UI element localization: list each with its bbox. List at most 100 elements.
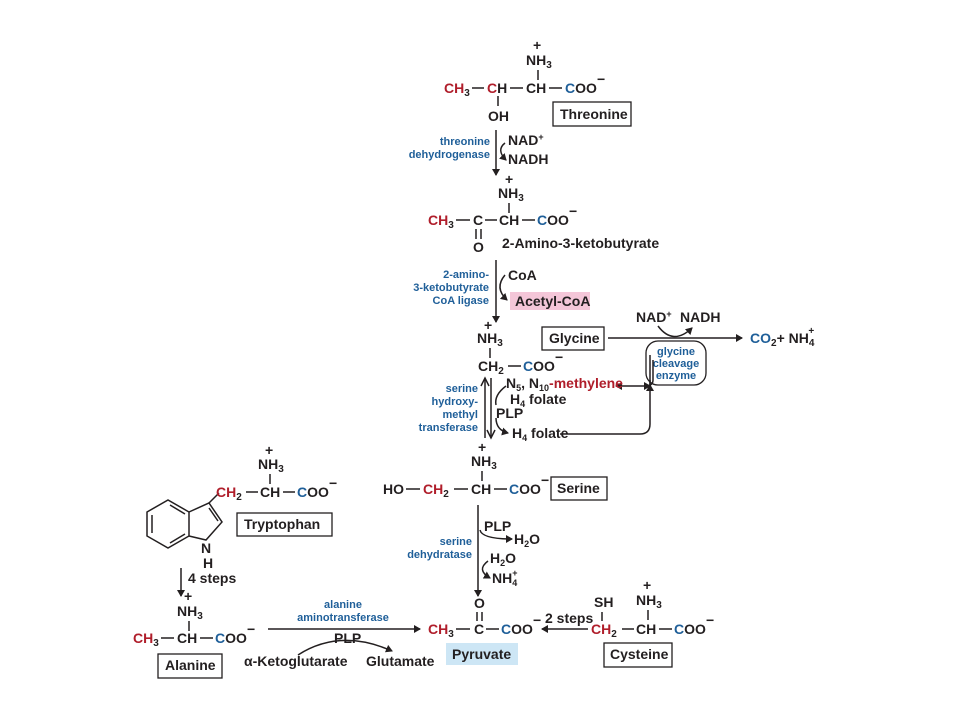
acetyl-coa-highlight [510, 292, 590, 310]
enzyme-label: 2-amino- [443, 269, 489, 281]
charge-minus: − [533, 612, 541, 628]
serine-structure: + NH3 HO CH2 CH COO − Serine [383, 439, 608, 501]
cofactor-arrow [498, 142, 507, 161]
enzyme-label: hydroxy- [432, 396, 479, 408]
cysteine-structure: SH + NH3 CH2 CH COO − Cysteine 2 steps [541, 577, 714, 668]
compound-name-tryptophan: Tryptophan [244, 516, 320, 532]
arrow-head [480, 376, 490, 387]
aromatic-bond [169, 504, 186, 515]
nh3-group: NH3 [477, 330, 503, 349]
charge-minus: − [247, 621, 255, 637]
aromatic-bond [208, 507, 219, 522]
carboxylate: COO [297, 484, 329, 500]
ch3-group: CH3 [428, 212, 454, 231]
cofactor-nad: NAD+ [508, 132, 544, 148]
charge-plus: + [478, 439, 486, 455]
carboxylate: COO [509, 481, 541, 497]
ch3-group: CH3 [133, 630, 159, 649]
enzyme-label: cleavage [653, 358, 699, 370]
pyruvate-highlight [446, 643, 518, 665]
enzyme-label: transferase [419, 422, 478, 434]
ch-alpha: CH [260, 484, 280, 500]
charge-plus: + [484, 317, 492, 333]
charge-minus: − [597, 71, 605, 87]
enzyme-label: methyl [443, 409, 478, 421]
cofactor-coa: CoA [508, 267, 537, 283]
cofactor-nadh: NADH [508, 151, 548, 167]
enzyme-label: aminotransferase [297, 612, 389, 624]
step-coa-ligase: 2-amino- 3-ketobutyrate CoA ligase CoA A… [413, 260, 590, 323]
enzyme-label: threonine [440, 136, 490, 148]
ch3-group: CH3 [444, 80, 470, 99]
ch-alpha: CH [526, 80, 546, 96]
bond [208, 492, 220, 504]
label-box [603, 642, 673, 668]
alanine-structure: + NH3 CH3 CH COO − Alanine [133, 588, 255, 679]
carboxylate: COO [537, 212, 569, 228]
ch-alpha: CH [177, 630, 197, 646]
nh3-group: NH3 [177, 603, 203, 622]
enzyme-box [645, 340, 707, 386]
arrow-head [486, 429, 496, 440]
ch3-group: CH3 [428, 621, 454, 640]
product-co2: CO2+ NH4+ [750, 326, 815, 349]
compound-name-glycine: Glycine [549, 330, 600, 346]
reagent-alpha-ketoglutarate: α-Ketoglutarate [244, 653, 348, 669]
compound-name-aminoketobutyrate: 2-Amino-3-ketobutyrate [502, 235, 659, 251]
oxygen: O [473, 239, 484, 255]
charge-plus: + [533, 37, 541, 53]
cofactor-nadh: NADH [680, 309, 720, 325]
oxygen: O [474, 595, 485, 611]
product-ammonium: NH4+ [492, 568, 518, 588]
cofactor-arrow [479, 529, 513, 543]
charge-minus: − [541, 472, 549, 488]
charge-plus: + [505, 171, 513, 187]
cofactor-arrow [297, 639, 393, 656]
cofactor-arrow [495, 417, 509, 436]
step-threonine-dehydrogenase: threonine dehydrogenase NAD+ NADH [409, 130, 548, 176]
methylene-arrow [615, 360, 654, 390]
nh3-group: NH3 [526, 52, 552, 71]
compound-name-alanine: Alanine [165, 657, 216, 673]
label-box [541, 326, 605, 351]
ch2-group: CH2 [216, 484, 242, 503]
cofactor-curve [494, 385, 507, 406]
label-box [550, 476, 608, 501]
label-box [157, 653, 223, 679]
thiol-group: SH [594, 594, 613, 610]
carboxylate: COO [215, 630, 247, 646]
enzyme-label: alanine [324, 599, 362, 611]
indole-nitrogen: N [201, 540, 211, 556]
pyruvate-structure: O CH3 C COO − Pyruvate [428, 595, 541, 665]
cofactor-h4folate: H4 folate [510, 391, 567, 409]
ch2-group: CH2 [478, 358, 504, 377]
cofactor-plp: PLP [334, 630, 361, 646]
cofactor-arrow [657, 325, 693, 338]
nh3-group: NH3 [636, 592, 662, 611]
charge-minus: − [555, 349, 563, 365]
step-count: 4 steps [188, 570, 236, 586]
carbonyl-carbon: C [473, 212, 483, 228]
carboxylate: COO [674, 621, 706, 637]
step-shmt: serine hydroxy- methyl transferase N5, N… [419, 375, 623, 443]
step-alanine-aminotransferase: alanine aminotransferase PLP α-Ketogluta… [244, 599, 435, 669]
ch2-group: CH2 [423, 481, 449, 500]
charge-plus: + [184, 588, 192, 604]
label-box [552, 101, 632, 127]
product-water: H2O [514, 531, 540, 549]
indole-hydrogen: H [203, 555, 213, 571]
enzyme-label: glycine [657, 346, 695, 358]
enzyme-label: dehydratase [407, 549, 472, 561]
nh3-group: NH3 [258, 456, 284, 475]
pyrrole-ring [188, 502, 223, 541]
ch-alpha: CH [499, 212, 519, 228]
benzene-ring [146, 499, 190, 549]
enzyme-label: serine [446, 383, 478, 395]
nh3-group: NH3 [471, 453, 497, 472]
charge-minus: − [706, 612, 714, 628]
compound-name-pyruvate: Pyruvate [452, 646, 511, 662]
carboxylate: COO [501, 621, 533, 637]
charge-plus: + [643, 577, 651, 593]
carboxylate: COO [565, 80, 597, 96]
cofactor-arrow [499, 274, 508, 301]
